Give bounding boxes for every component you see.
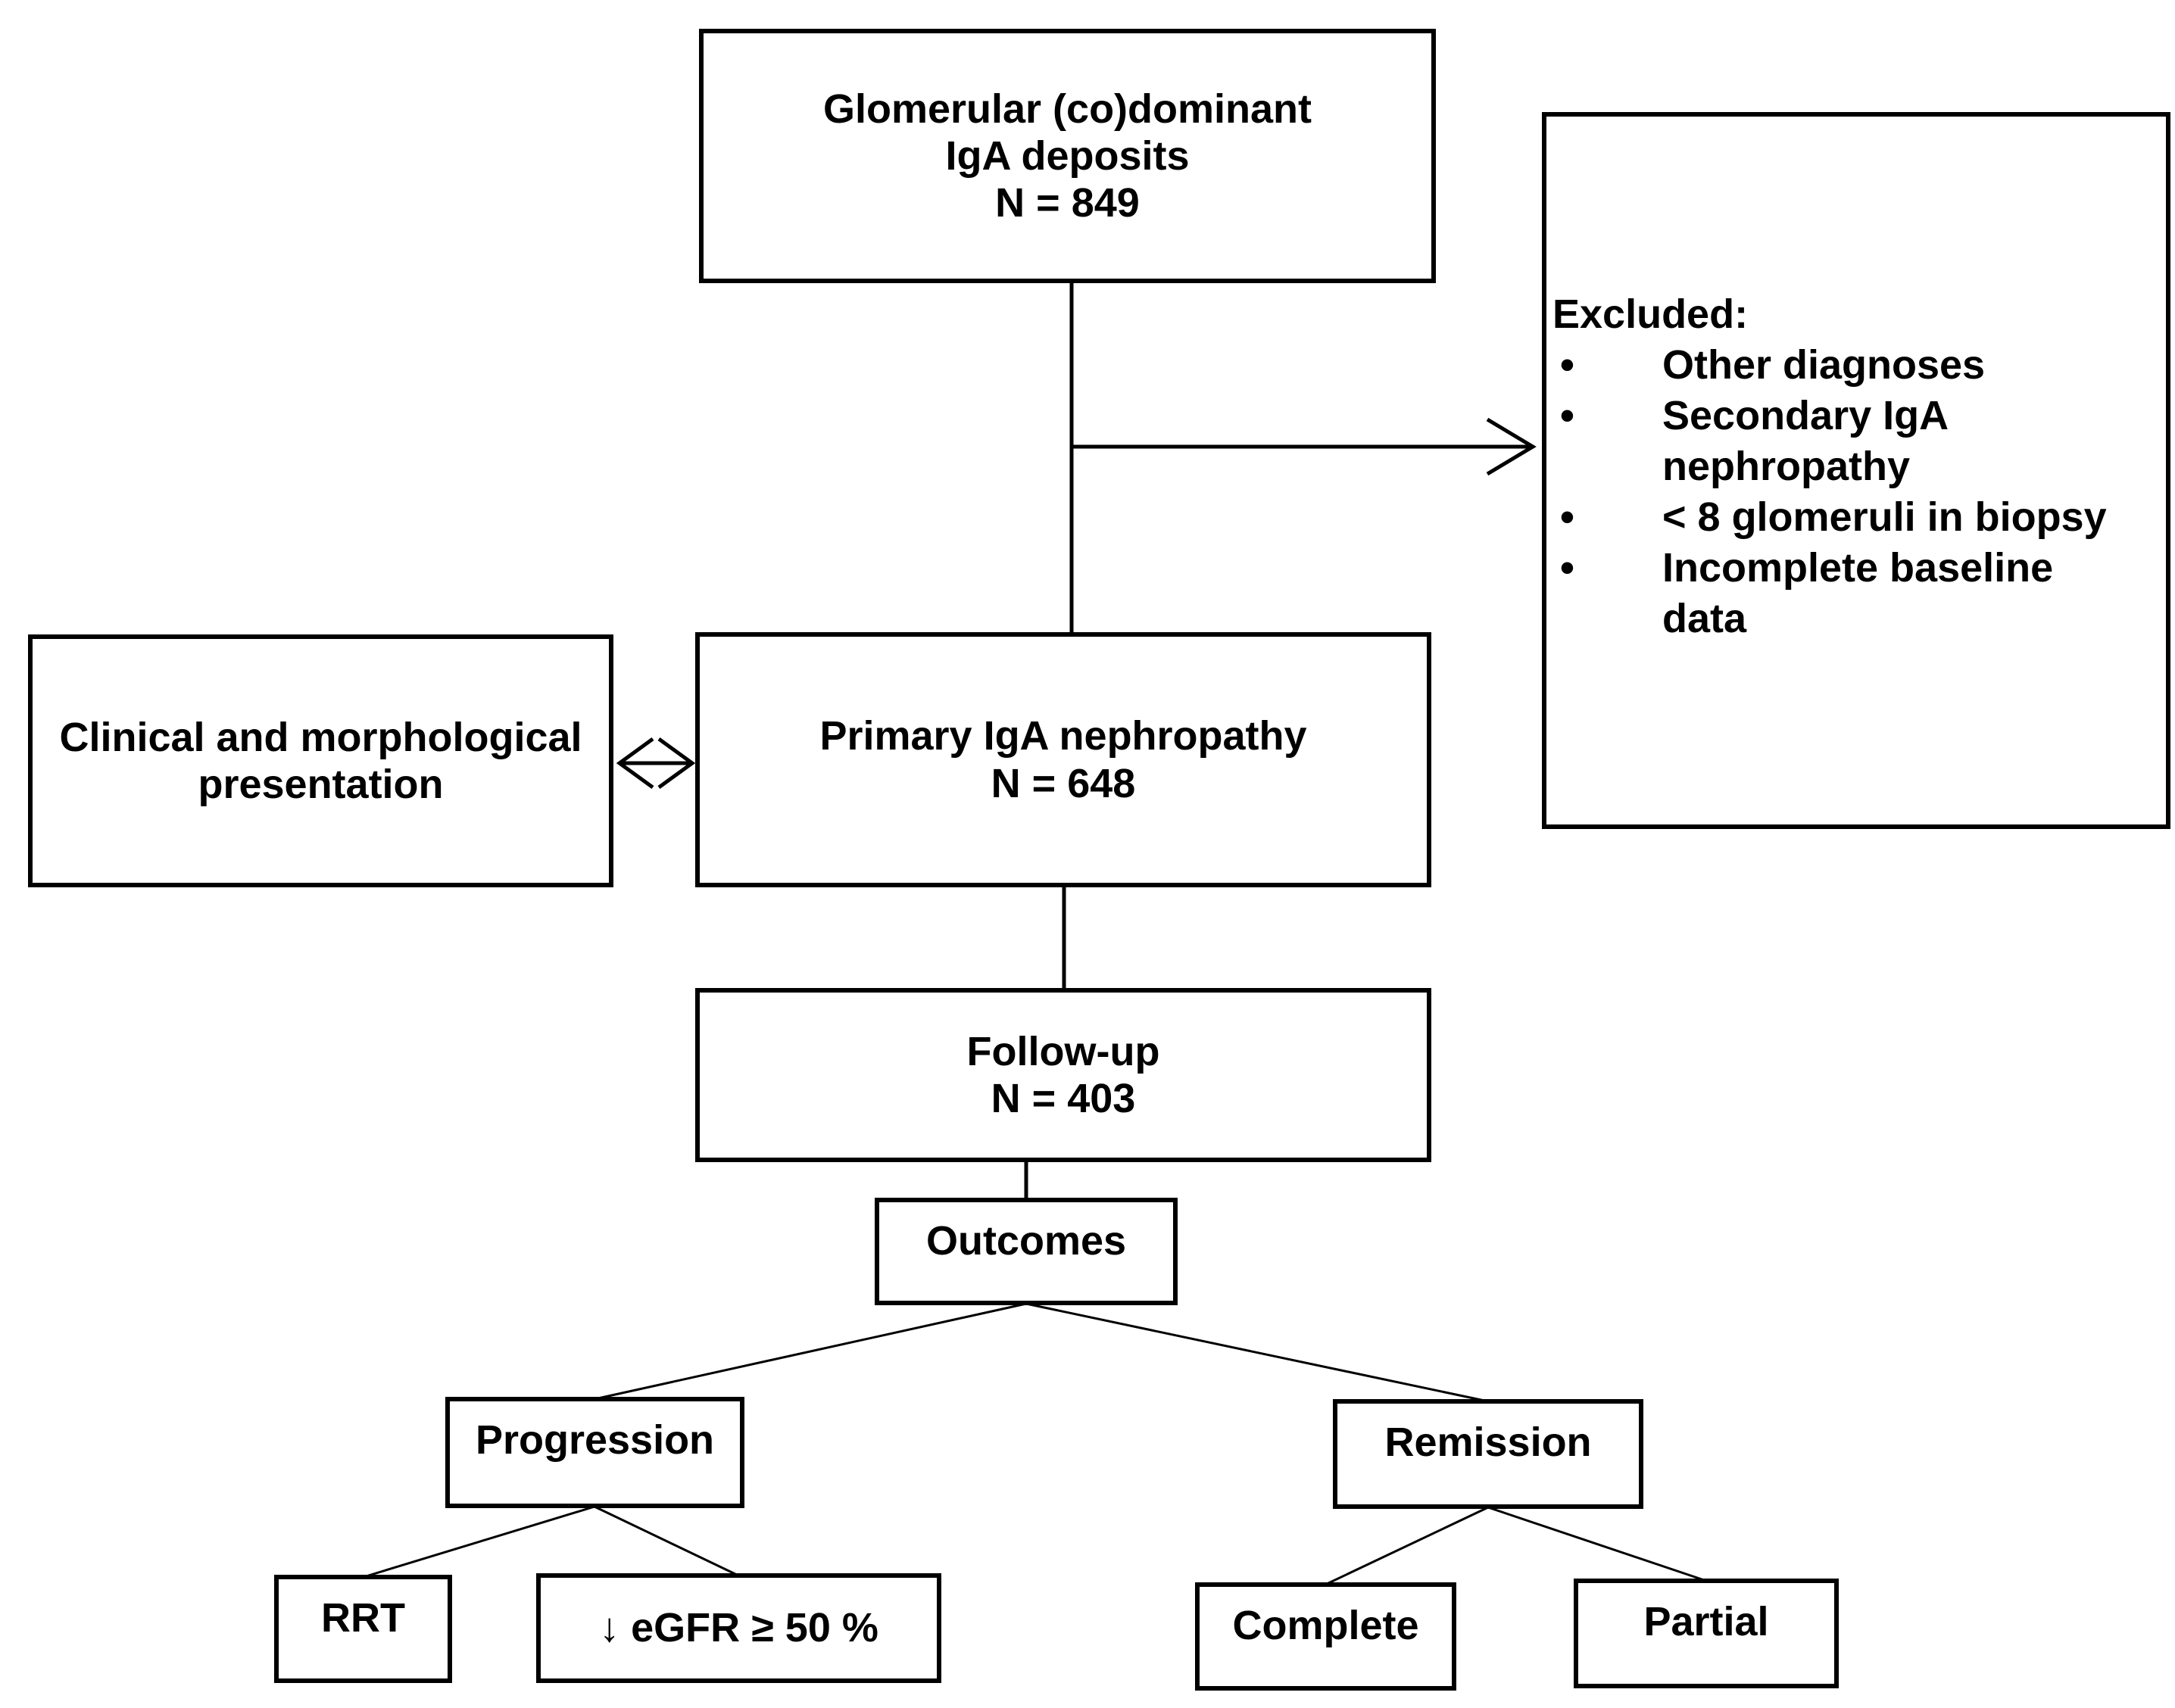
node-label-line: Outcomes — [925, 1218, 1127, 1264]
node-label-line: ↓ eGFR ≥ 50 % — [599, 1605, 878, 1651]
connector-progression-rrt — [363, 1505, 595, 1579]
node-label-line: Complete — [1232, 1603, 1419, 1648]
node-glomerular-deposits: Glomerular (co)dominant IgA deposits N =… — [699, 29, 1436, 283]
list-item: • Secondary IgA nephropathy — [1552, 391, 2109, 492]
excluded-item-label: < 8 glomeruli in biopsy — [1662, 494, 2107, 540]
double-arrowhead-left-icon — [616, 737, 654, 790]
node-excluded: Excluded: • Other diagnoses • Secondary … — [1542, 112, 2170, 829]
excluded-item-label: Incomplete baseline data — [1662, 545, 2054, 641]
node-rrt: RRT — [274, 1575, 452, 1683]
node-label-line: Partial — [1643, 1599, 1769, 1644]
node-label-line: Clinical and morphological — [59, 714, 582, 760]
node-clinical-presentation: Clinical and morphological presentation — [28, 634, 613, 887]
node-primary-iga-nephropathy: Primary IgA nephropathy N = 648 — [695, 632, 1431, 887]
node-outcomes: Outcomes — [875, 1198, 1178, 1305]
node-label-line: N = 849 — [995, 180, 1140, 226]
node-label-line: N = 403 — [991, 1076, 1136, 1121]
bullet-icon: • — [1560, 494, 1574, 540]
node-complete-remission: Complete — [1195, 1582, 1456, 1691]
connector-outcomes-remission — [1025, 1302, 1489, 1403]
connector-remission-partial — [1487, 1506, 1707, 1582]
node-label-line: Primary IgA nephropathy — [819, 713, 1307, 759]
double-arrowhead-right-icon — [657, 737, 696, 790]
excluded-item-label: Secondary IgA nephropathy — [1662, 393, 1948, 489]
arrowhead-excluded-icon — [1486, 417, 1537, 476]
node-label-line: Progression — [475, 1417, 715, 1463]
excluded-heading: Excluded: — [1552, 291, 1749, 337]
connector-remission-complete — [1325, 1506, 1489, 1586]
node-remission: Remission — [1333, 1399, 1643, 1509]
node-followup: Follow-up N = 403 — [695, 988, 1431, 1162]
bullet-icon: • — [1560, 393, 1574, 438]
node-progression: Progression — [445, 1397, 744, 1508]
node-label-line: Follow-up — [966, 1028, 1160, 1074]
node-label-line: Remission — [1384, 1420, 1592, 1465]
bullet-icon: • — [1560, 545, 1574, 591]
list-item: • Incomplete baseline data — [1552, 543, 2109, 644]
bullet-icon: • — [1560, 342, 1574, 388]
excluded-list: • Other diagnoses • Secondary IgA nephro… — [1552, 340, 2109, 644]
node-label-line: RRT — [321, 1595, 405, 1641]
node-label-line: presentation — [198, 762, 444, 807]
list-item: • Other diagnoses — [1552, 340, 2109, 391]
node-label-line: Glomerular (co)dominant — [822, 86, 1312, 132]
node-label-line: IgA deposits — [945, 132, 1190, 179]
connector-progression-egfr — [594, 1505, 739, 1577]
node-partial-remission: Partial — [1574, 1579, 1839, 1688]
node-label-line: N = 648 — [991, 760, 1136, 806]
node-egfr-decline: ↓ eGFR ≥ 50 % — [536, 1573, 941, 1683]
list-item: • < 8 glomeruli in biopsy — [1552, 492, 2109, 543]
connector-outcomes-progression — [594, 1302, 1027, 1401]
excluded-item-label: Other diagnoses — [1662, 342, 1986, 388]
